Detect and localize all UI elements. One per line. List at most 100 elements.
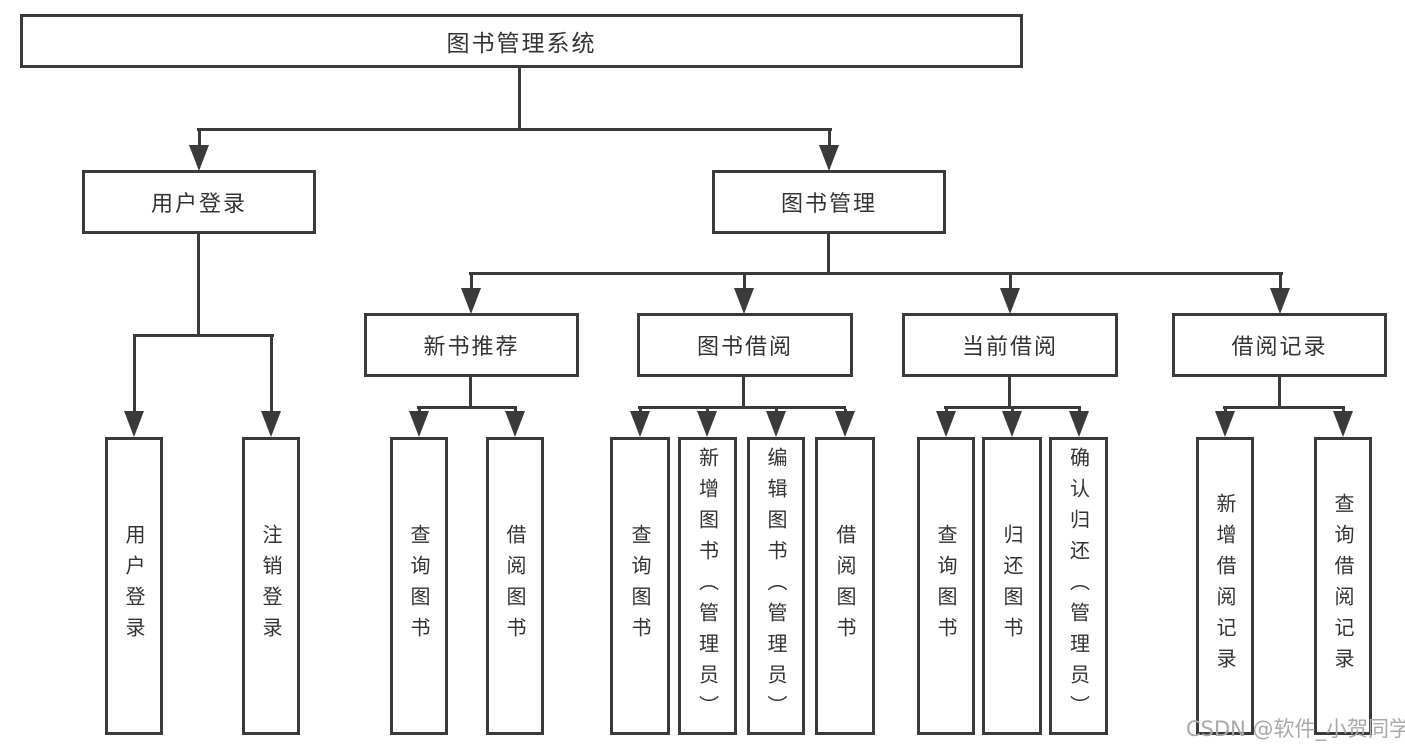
leaf-borrowing-edit-books-label: 编辑图书（管理员） xyxy=(764,446,788,726)
arrow-shaft xyxy=(827,131,831,145)
arrow-shaft xyxy=(638,409,642,411)
arrow-down-icon xyxy=(630,409,650,437)
node-book-borrowing-label: 图书借阅 xyxy=(696,335,793,360)
leaf-borrowing-edit-books: 编辑图书（管理员） xyxy=(747,437,805,735)
connector-user-login-vline xyxy=(197,232,200,336)
arrow-down-icon xyxy=(261,337,281,437)
leaf-user-login-label: 用户登录 xyxy=(122,524,146,648)
arrow-head-icon xyxy=(630,411,650,437)
arrow-head-icon xyxy=(461,288,481,314)
arrow-head-icon xyxy=(505,411,525,437)
arrow-head-icon xyxy=(936,411,956,437)
watermark: CSDN @软件_小贺同学 xyxy=(1186,717,1405,741)
connector-borrowing-vline xyxy=(742,375,745,408)
connector-user-login-hline xyxy=(133,334,274,337)
node-new-book-recommend-label: 新书推荐 xyxy=(423,335,520,360)
node-new-book-recommend: 新书推荐 xyxy=(364,313,579,377)
leaf-borrowing-add-books: 新增图书（管理员） xyxy=(678,437,737,735)
leaf-recommend-query-books: 查询图书 xyxy=(390,437,448,735)
arrow-head-icon xyxy=(1333,411,1353,437)
arrow-down-icon xyxy=(189,131,209,171)
leaf-recommend-borrow-books: 借阅图书 xyxy=(486,437,544,735)
connector-root-vline xyxy=(518,66,521,130)
leaf-current-query-books: 查询图书 xyxy=(917,437,975,735)
arrow-shaft xyxy=(417,409,421,411)
leaf-records-add-record-label: 新增借阅记录 xyxy=(1213,493,1237,679)
connector-records-hline xyxy=(1223,406,1345,409)
arrow-shaft xyxy=(513,409,517,411)
connector-records-vline xyxy=(1278,375,1281,408)
connector-current-vline xyxy=(1008,375,1011,408)
node-root: 图书管理系统 xyxy=(20,14,1023,68)
leaf-recommend-borrow-books-label: 借阅图书 xyxy=(503,524,527,648)
arrow-shaft xyxy=(1008,275,1012,288)
leaf-current-confirm-return: 确认归还（管理员） xyxy=(1049,437,1108,735)
node-book-management: 图书管理 xyxy=(712,170,946,234)
node-borrowing-records: 借阅记录 xyxy=(1172,313,1387,377)
node-user-login-label: 用户登录 xyxy=(150,192,247,217)
arrow-shaft xyxy=(742,275,746,288)
arrow-head-icon xyxy=(1069,411,1089,437)
connector-current-hline xyxy=(944,406,1081,409)
arrow-shaft xyxy=(1010,409,1014,411)
leaf-borrowing-borrow-books-label: 借阅图书 xyxy=(833,524,857,648)
arrow-head-icon xyxy=(819,145,839,171)
arrow-down-icon xyxy=(697,409,717,437)
arrow-shaft xyxy=(1223,409,1227,411)
arrow-head-icon xyxy=(697,411,717,437)
arrow-head-icon xyxy=(124,411,144,437)
arrow-down-icon xyxy=(1270,275,1290,314)
leaf-logout-label: 注销登录 xyxy=(259,524,283,648)
arrow-down-icon xyxy=(461,275,481,314)
leaf-records-query-record: 查询借阅记录 xyxy=(1314,437,1372,735)
leaf-borrowing-borrow-books: 借阅图书 xyxy=(815,437,875,735)
leaf-borrowing-query-books-label: 查询图书 xyxy=(628,524,652,648)
leaf-current-return-books: 归还图书 xyxy=(982,437,1042,735)
arrow-down-icon xyxy=(1215,409,1235,437)
arrow-shaft xyxy=(705,409,709,411)
arrow-shaft xyxy=(1278,275,1282,288)
arrow-shaft xyxy=(774,409,778,411)
arrow-head-icon xyxy=(734,288,754,314)
arrow-shaft xyxy=(469,275,473,288)
arrow-shaft xyxy=(132,337,136,411)
arrow-down-icon xyxy=(766,409,786,437)
arrow-down-icon xyxy=(734,275,754,314)
arrow-down-icon xyxy=(409,409,429,437)
arrow-head-icon xyxy=(261,411,281,437)
arrow-head-icon xyxy=(1000,288,1020,314)
arrow-down-icon xyxy=(1069,409,1089,437)
arrow-down-icon xyxy=(505,409,525,437)
arrow-down-icon xyxy=(1333,409,1353,437)
leaf-current-confirm-return-label: 确认归还（管理员） xyxy=(1066,446,1091,726)
arrow-shaft xyxy=(269,337,273,411)
arrow-shaft xyxy=(1341,409,1345,411)
node-current-borrowing-label: 当前借阅 xyxy=(961,335,1058,360)
arrow-head-icon xyxy=(766,411,786,437)
connector-level2-hline xyxy=(197,128,832,131)
arrow-head-icon xyxy=(1215,411,1235,437)
arrow-head-icon xyxy=(409,411,429,437)
leaf-records-query-record-label: 查询借阅记录 xyxy=(1331,493,1355,679)
arrow-down-icon xyxy=(1002,409,1022,437)
arrow-down-icon xyxy=(819,131,839,171)
arrow-head-icon xyxy=(189,145,209,171)
leaf-borrowing-query-books: 查询图书 xyxy=(610,437,670,735)
arrow-shaft xyxy=(1077,409,1081,411)
node-root-label: 图书管理系统 xyxy=(446,31,597,57)
leaf-borrowing-add-books-label: 新增图书（管理员） xyxy=(695,446,720,726)
arrow-down-icon xyxy=(124,337,144,437)
connector-book-mgmt-vline xyxy=(827,232,830,275)
leaf-current-query-books-label: 查询图书 xyxy=(934,524,958,648)
arrow-shaft xyxy=(197,131,201,145)
arrow-down-icon xyxy=(835,409,855,437)
leaf-current-return-books-label: 归还图书 xyxy=(1000,524,1024,648)
arrow-down-icon xyxy=(936,409,956,437)
node-user-login: 用户登录 xyxy=(82,170,316,234)
connector-recommend-hline xyxy=(417,406,517,409)
node-book-management-label: 图书管理 xyxy=(780,192,877,217)
leaf-user-login: 用户登录 xyxy=(105,437,163,735)
arrow-shaft xyxy=(944,409,948,411)
arrow-down-icon xyxy=(1000,275,1020,314)
